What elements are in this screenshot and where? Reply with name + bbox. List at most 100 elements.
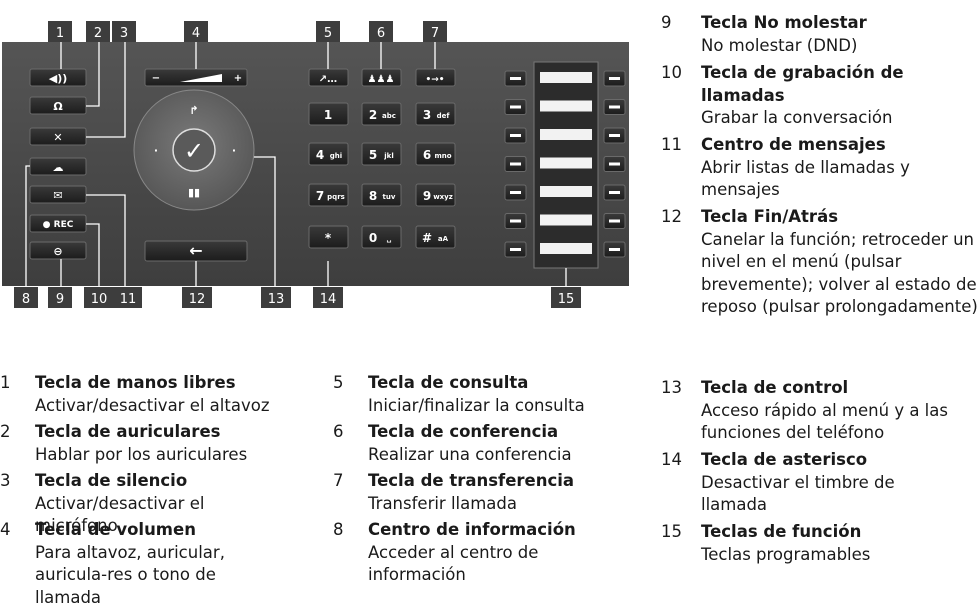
legend-desc: Iniciar/finalizar la consulta	[368, 395, 623, 418]
legend-desc: Teclas programables	[701, 544, 931, 567]
legend-desc: Desactivar el timbre de llamada	[701, 472, 931, 517]
legend-desc: Para altavoz, auricular, auricula-res o …	[35, 542, 265, 609]
dial-key-digit: 4	[316, 148, 324, 162]
function-key-right[interactable]	[604, 100, 625, 115]
legend-title: Tecla No molestar	[701, 12, 979, 35]
svg-text:13: 13	[268, 292, 285, 307]
conference-icon: ♟♟♟	[368, 74, 395, 85]
volume-plus-label: +	[234, 73, 242, 84]
back-arrow-icon: ←	[189, 241, 202, 260]
legend-desc: Realizar una conferencia	[368, 444, 623, 467]
svg-text:5: 5	[324, 26, 332, 41]
control-key[interactable]: ✓ ↱ ▮▮ · ·	[134, 90, 254, 210]
headset-icon: Ω	[53, 100, 63, 113]
function-key-label	[540, 158, 592, 169]
function-key-label	[540, 72, 592, 83]
function-key-left[interactable]	[505, 100, 526, 115]
dial-key[interactable]: 1	[309, 103, 348, 125]
svg-text:1: 1	[56, 26, 64, 41]
legend-num: 10	[661, 62, 691, 85]
legend-num: 11	[661, 134, 691, 157]
function-key-label	[540, 101, 592, 112]
legend-num: 1	[0, 372, 30, 395]
function-key-right[interactable]	[604, 128, 625, 143]
nav-up-icon: ↱	[189, 104, 198, 117]
dial-key-letters: ␣	[386, 235, 391, 243]
legend-title: Tecla de grabación de llamadas	[701, 62, 931, 107]
dnd-icon: ⊖	[53, 245, 62, 258]
dial-key-letters: aA	[438, 235, 449, 243]
legend-title: Tecla Fin/Atrás	[701, 206, 979, 229]
dial-key-digit: 7	[316, 189, 324, 203]
legend-desc: Abrir listas de llamadas y mensajes	[701, 157, 936, 202]
legend-desc: Grabar la conversación	[701, 107, 931, 130]
dial-key-letters: mno	[434, 152, 451, 160]
legend-title: Tecla de consulta	[368, 372, 623, 395]
nav-right-icon: ·	[232, 144, 236, 157]
svg-text:10: 10	[91, 292, 108, 307]
legend-desc: Activar/desactivar el altavoz	[35, 395, 290, 418]
envelope-icon: ✉	[53, 189, 62, 202]
legend-title: Tecla de conferencia	[368, 421, 623, 444]
dial-key-digit: 3	[423, 108, 431, 122]
svg-text:15: 15	[558, 292, 575, 307]
legend-desc: Acceder al centro de información	[368, 542, 578, 587]
legend-num: 6	[333, 421, 363, 444]
function-key-right[interactable]	[604, 157, 625, 172]
function-key-left[interactable]	[505, 157, 526, 172]
function-key-right[interactable]	[604, 242, 625, 257]
function-key-left[interactable]	[505, 71, 526, 86]
svg-text:7: 7	[431, 26, 439, 41]
callout-1: 1	[48, 21, 72, 42]
dial-key-letters: wxyz	[433, 193, 453, 201]
legend-title: Tecla de transferencia	[368, 470, 623, 493]
dial-key-letters: abc	[382, 112, 396, 120]
mute-icon: ✕	[53, 131, 62, 144]
dial-key[interactable]: 3 def	[416, 103, 455, 125]
dial-key-letters: pqrs	[327, 193, 345, 201]
svg-text:14: 14	[320, 292, 337, 307]
legend-title: Tecla de silencio	[35, 470, 290, 493]
dial-key-letters: def	[437, 112, 451, 120]
function-key-right[interactable]	[604, 185, 625, 200]
callout-14: 14	[313, 287, 343, 308]
function-key-right[interactable]	[604, 71, 625, 86]
nav-down-icon: ▮▮	[188, 186, 200, 199]
legend-num: 8	[333, 519, 363, 542]
function-key-left[interactable]	[505, 242, 526, 257]
callout-8: 8	[14, 287, 38, 308]
callout-11: 11	[114, 287, 142, 308]
callout-3: 3	[112, 21, 136, 42]
callout-4: 4	[184, 21, 208, 42]
legend-title: Centro de información	[368, 519, 578, 542]
svg-text:12: 12	[189, 292, 206, 307]
legend-num: 3	[0, 470, 30, 493]
dial-key[interactable]: *	[309, 226, 348, 248]
dial-key-digit: 1	[324, 108, 332, 122]
legend-num: 9	[661, 12, 691, 35]
function-key-left[interactable]	[505, 128, 526, 143]
legend-title: Tecla de volumen	[35, 519, 265, 542]
function-key-right[interactable]	[604, 214, 625, 229]
legend-num: 4	[0, 519, 30, 542]
legend-desc: Acceso rápido al menú y a las funciones …	[701, 400, 979, 445]
dial-key-digit: #	[422, 231, 432, 245]
dial-key[interactable]: 0␣	[362, 226, 401, 248]
legend-num: 15	[661, 521, 691, 544]
legend-num: 5	[333, 372, 363, 395]
function-key-left[interactable]	[505, 185, 526, 200]
function-key-left[interactable]	[505, 214, 526, 229]
dial-key[interactable]: # aA	[416, 226, 455, 248]
volume-key[interactable]: − +	[145, 69, 247, 86]
legend-num: 14	[661, 449, 691, 472]
legend-num: 12	[661, 206, 691, 229]
function-key-label	[540, 243, 592, 254]
svg-text:9: 9	[56, 292, 64, 307]
